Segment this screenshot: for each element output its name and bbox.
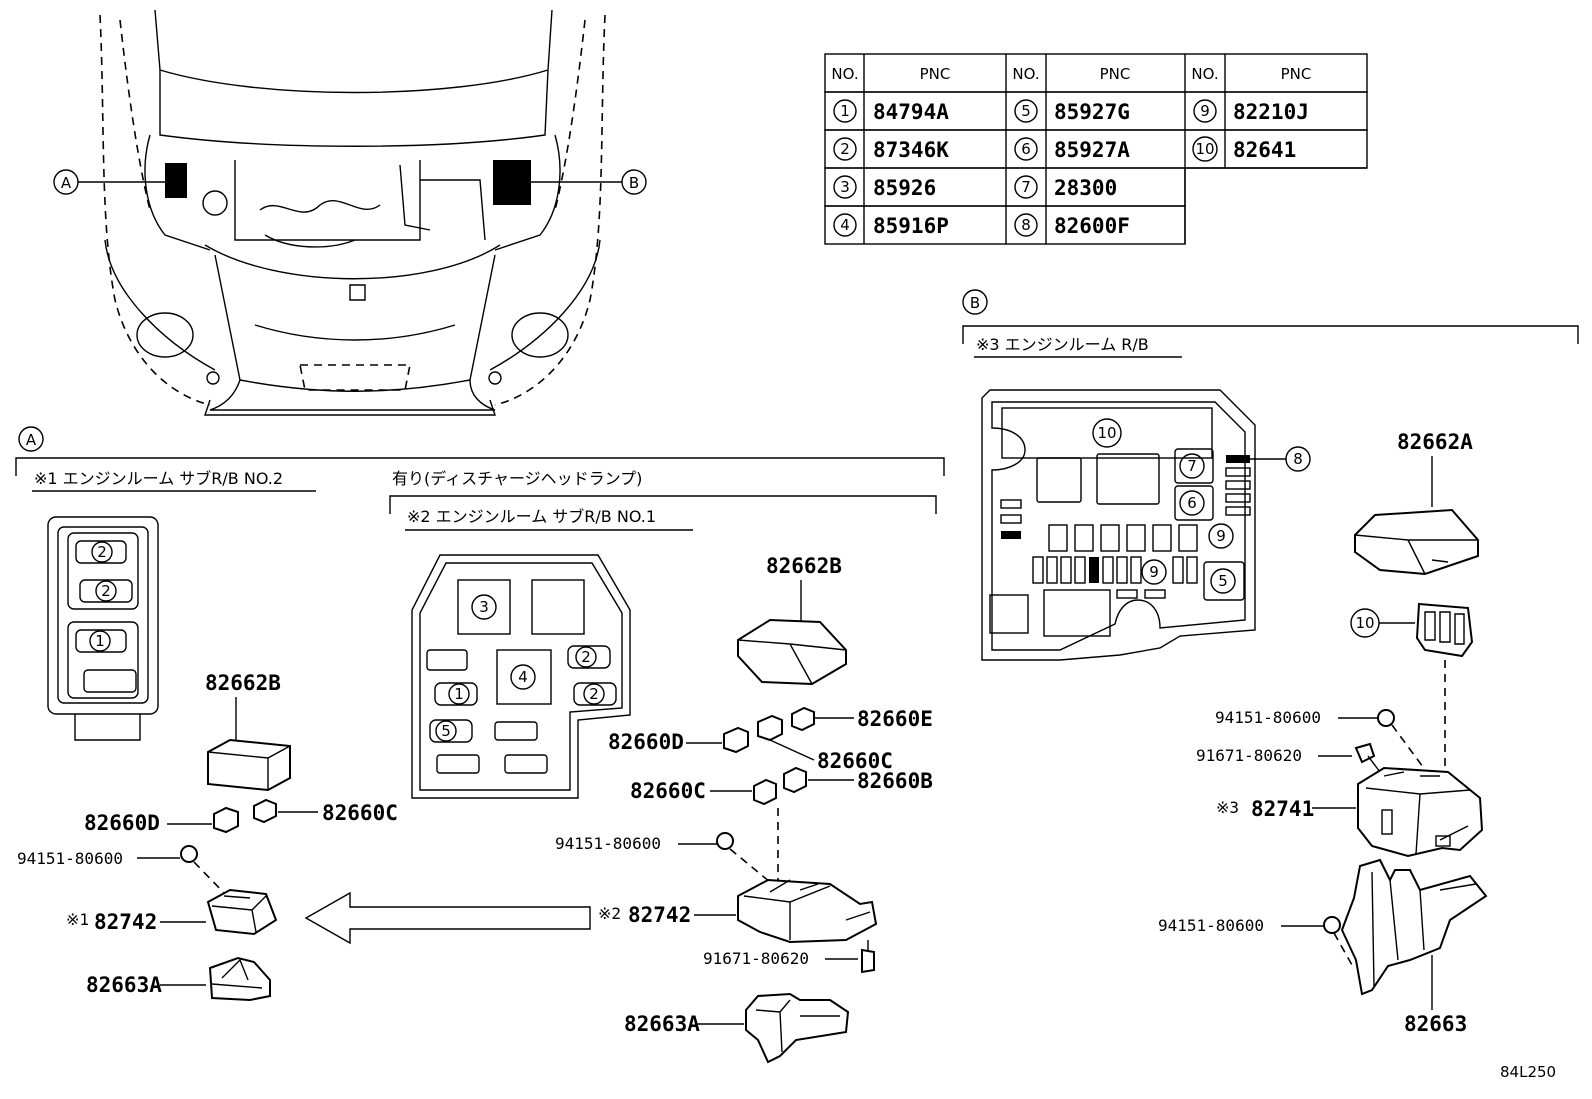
part-82741-mark: ※3 (1216, 798, 1239, 817)
table-header-pnc-3: PNC (1281, 65, 1312, 83)
part-82663A-mid: 82663A (624, 1012, 700, 1036)
part-91671-right: 91671-80620 (1196, 746, 1302, 765)
part-82660E: 82660E (857, 707, 933, 731)
table-no: 8 (1021, 216, 1031, 234)
fuse-no: 2 (589, 685, 599, 703)
car-front-illustration (99, 9, 606, 416)
section-b: B ※3 エンジンルーム R/B (962, 289, 1579, 358)
part-82662A: 82662A (1397, 430, 1473, 454)
part-82742-mid-mark: ※2 (598, 904, 621, 923)
fuse-no: 2 (97, 543, 107, 561)
table-pnc: 85926 (873, 176, 936, 200)
part-94151-right1: 94151-80600 (1215, 708, 1321, 727)
part-82660D-mid: 82660D (608, 730, 684, 754)
table-no: 6 (1021, 140, 1031, 158)
table-no: 9 (1200, 102, 1210, 120)
table-header-no-3: NO. (1191, 65, 1218, 83)
part-82662B-mid: 82662B (766, 554, 842, 578)
part-82660B: 82660B (857, 769, 933, 793)
part-82663: 82663 (1404, 1012, 1467, 1036)
fuse-no: 9 (1216, 527, 1226, 545)
part-82660D-left: 82660D (84, 811, 160, 835)
callout-b-car: B (530, 169, 647, 195)
part-94151-left: 94151-80600 (17, 849, 123, 868)
table-header-pnc-1: PNC (920, 65, 951, 83)
table-no: 7 (1021, 178, 1031, 196)
fuse-no: 2 (101, 582, 111, 600)
part-94151-mid: 94151-80600 (555, 834, 661, 853)
right-parts: 82662A 10 94151-80600 91671-80620 ※3 827… (1158, 430, 1488, 1036)
section-b-label: B (970, 294, 980, 312)
part-82662B-left: 82662B (205, 671, 281, 695)
fuse-no: 6 (1187, 494, 1197, 512)
fuse-no: 7 (1187, 457, 1197, 475)
table-pnc: 85927A (1054, 138, 1130, 162)
table-header-pnc-2: PNC (1100, 65, 1131, 83)
callout-b-label: B (629, 174, 639, 192)
part-82742-left-mark: ※1 (66, 910, 89, 929)
table-no: 2 (840, 140, 850, 158)
fuse-no: 4 (518, 668, 528, 686)
fuse-no: 1 (95, 632, 105, 650)
mid-parts: 82662B 82660E 82660C 82660D 82660C 82660… (555, 554, 933, 1064)
table-no: 1 (840, 102, 850, 120)
part-82742-mid: 82742 (628, 903, 691, 927)
table-pnc: 82210J (1233, 100, 1309, 124)
left-parts: 82662B 82660D 82660C 94151-80600 ※1 8274… (17, 671, 398, 1002)
engine-room-rb-layout: 10 7 6 8 9 (981, 389, 1311, 661)
part-82660C-mid2: 82660C (630, 779, 706, 803)
table-pnc: 28300 (1054, 176, 1117, 200)
sub-rb-no1-layout: 3 4 2 1 2 5 (411, 554, 631, 799)
part-82741: 82741 (1251, 797, 1314, 821)
section-a: A ※1 エンジンルーム サブR/B NO.2 有り(ディスチャージヘッドランプ… (15, 426, 945, 531)
part-82660C-left: 82660C (322, 801, 398, 825)
table-pnc: 85927G (1054, 100, 1130, 124)
part-82660C-mid1: 82660C (817, 749, 893, 773)
fuse-no: 8 (1293, 450, 1303, 468)
fuse-no: 1 (454, 685, 464, 703)
section-a-title1: ※1 エンジンルーム サブR/B NO.2 (34, 469, 283, 488)
table-no: 3 (840, 178, 850, 196)
section-a-title2: ※2 エンジンルーム サブR/B NO.1 (407, 507, 656, 526)
fuse-no: 2 (581, 648, 591, 666)
fuse-no: 10 (1355, 614, 1374, 632)
part-82663A-left: 82663A (86, 973, 162, 997)
fuse-no: 10 (1097, 424, 1116, 442)
part-82742-left: 82742 (94, 910, 157, 934)
callout-a-label: A (61, 174, 72, 192)
sub-rb-no2-layout: 2 2 1 (47, 516, 159, 741)
table-header-no-2: NO. (1012, 65, 1039, 83)
callout-a-car: A (53, 169, 168, 195)
fuse-no: 5 (1218, 572, 1228, 590)
table-no: 5 (1021, 102, 1031, 120)
section-b-title3: ※3 エンジンルーム R/B (976, 335, 1149, 354)
fuse-no: 5 (441, 722, 451, 740)
table-pnc: 82600F (1054, 214, 1130, 238)
transfer-arrow (304, 891, 591, 945)
fuse-no: 9 (1149, 563, 1159, 581)
table-no: 4 (840, 216, 850, 234)
table-pnc: 87346K (873, 138, 949, 162)
section-a-label: A (26, 431, 37, 449)
table-pnc: 85916P (873, 214, 949, 238)
section-a-option-note: 有り(ディスチャージヘッドランプ) (392, 469, 642, 488)
table-header-no-1: NO. (831, 65, 858, 83)
pnc-table: NO. PNC NO. PNC NO. PNC 1 84794A 2 87346… (824, 53, 1368, 245)
table-no: 10 (1195, 140, 1214, 158)
part-91671-mid: 91671-80620 (703, 949, 809, 968)
part-94151-right2: 94151-80600 (1158, 916, 1264, 935)
figure-code: 84L250 (1500, 1063, 1556, 1081)
table-pnc: 84794A (873, 100, 949, 124)
table-pnc: 82641 (1233, 138, 1296, 162)
fuse-no: 3 (479, 598, 489, 616)
